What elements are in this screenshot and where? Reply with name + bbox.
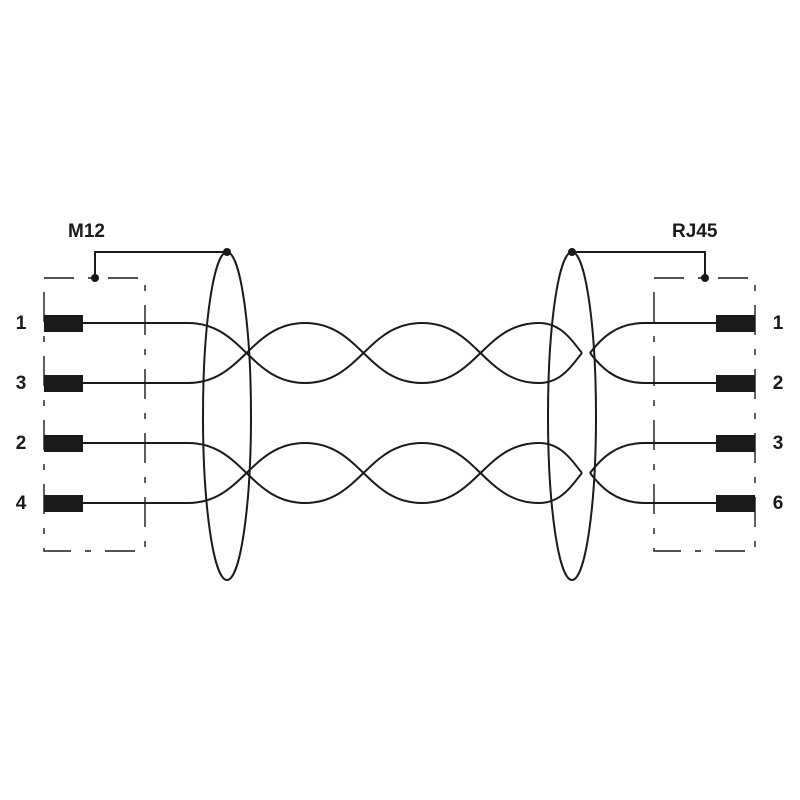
m12-pin-label: 4 xyxy=(15,493,27,514)
connector-housings xyxy=(43,277,756,552)
rj45-pin-label: 3 xyxy=(772,433,784,454)
wire-1-right xyxy=(589,322,717,354)
m12-housing-dashed xyxy=(43,277,146,552)
twisted-pair-1 xyxy=(83,321,717,385)
twisted-pair-2 xyxy=(83,441,717,505)
shield xyxy=(94,251,706,581)
twisted-pairs xyxy=(83,321,717,505)
rj45-housing-dashed xyxy=(653,277,756,552)
pin-contacts xyxy=(44,315,755,512)
m12-pin-contact xyxy=(44,435,83,452)
rj45-pin-label: 6 xyxy=(772,493,784,514)
left-shield-junction xyxy=(223,248,231,256)
wire-2-left xyxy=(83,321,583,385)
wire-3-left xyxy=(83,441,583,505)
right-shield-ellipse xyxy=(547,251,597,581)
m12-pin-label: 3 xyxy=(15,373,27,394)
rj45-pin-label: 1 xyxy=(772,313,784,334)
left-housing-junction xyxy=(91,274,99,282)
junction-dots xyxy=(91,248,709,282)
wire-4-left xyxy=(83,441,583,505)
right-housing-junction xyxy=(701,274,709,282)
rj45-pin-contact xyxy=(716,435,755,452)
m12-pin-label: 2 xyxy=(15,433,27,454)
m12-connector-title: M12 xyxy=(68,221,105,242)
left-shield-drain-wire xyxy=(94,251,227,278)
wire-3-right xyxy=(589,442,717,474)
m12-pin-contact xyxy=(44,315,83,332)
wire-4-right xyxy=(589,472,717,504)
m12-pin-contact xyxy=(44,375,83,392)
wire-1-left xyxy=(83,321,583,385)
right-shield-junction xyxy=(568,248,576,256)
m12-pin-label: 1 xyxy=(15,313,27,334)
m12-pin-contact xyxy=(44,495,83,512)
rj45-pin-label: 2 xyxy=(772,373,784,394)
left-shield-ellipse xyxy=(202,251,252,581)
right-shield-drain-wire xyxy=(572,251,706,278)
rj45-pin-contact xyxy=(716,495,755,512)
wire-2-right xyxy=(589,352,717,384)
rj45-pin-contact xyxy=(716,315,755,332)
rj45-pin-contact xyxy=(716,375,755,392)
rj45-connector-title: RJ45 xyxy=(672,221,718,242)
